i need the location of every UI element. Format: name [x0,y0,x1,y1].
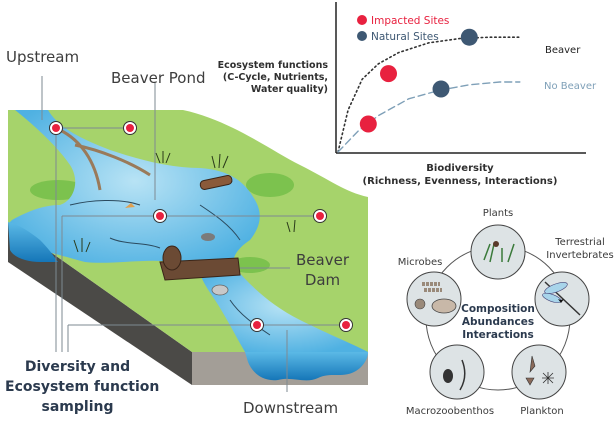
chart-xlabel: Biodiversity (Richness, Evenness, Intera… [340,162,580,188]
microbe-star-icon [414,298,426,310]
label-microbes: Microbes [398,257,443,268]
label-beaver-dam-line2: Dam [304,271,341,289]
chart-ylabel: Ecosystem functions (C-Cycle, Nutrients,… [200,60,328,96]
label-beaver-pond: Beaver Pond [111,69,206,87]
microbe-chain-icon [422,282,442,292]
data-point-natural-sites-beaver [460,28,478,46]
soil-side-left [8,222,192,385]
group-microbes [406,271,462,327]
log [199,175,233,190]
group-plankton [511,344,567,400]
label-sampling-line3: sampling [41,399,114,415]
organism-cycle: Composition Abundances Interactions Plan… [398,208,614,417]
legend-label-natural: Natural Sites [371,31,439,43]
cycle-center-line3: Interactions [462,329,534,341]
downstream-water [200,268,368,352]
data-point-impacted-sites-beaver [380,65,397,83]
grass-tufts [73,151,296,253]
cycle-center-line1: Composition [461,303,535,315]
legend-marker-natural [357,31,367,41]
group-plants [470,224,526,280]
plankton-circle [511,344,567,400]
duck-icon [201,233,215,241]
label-upstream: Upstream [6,48,80,66]
label-macrozoobenthos: Macrozoobenthos [406,406,494,417]
chart-xlabel-line2: (Richness, Evenness, Interactions) [362,176,558,187]
group-terrestrial-invertebrates [534,271,590,327]
site-pond-reference [313,209,327,223]
legend-marker-impacted [357,15,367,25]
series-line-beaver [337,36,521,153]
plankton-icon [529,355,536,373]
data-point-natural-sites-no-beaver [432,80,450,98]
chart-ylabel-line2: (C-Cycle, Nutrients, [222,72,328,83]
site-upstream-impacted [49,121,63,135]
macrozoobenthos-circle [429,344,485,400]
chart-ylabel-line1: Ecosystem functions [217,60,328,71]
landscape-illustration [8,76,368,392]
site-downstream-reference [339,318,353,332]
label-terrestrial-line2: Invertebrates [546,250,613,261]
butterfly-icon [558,299,564,303]
label-plants: Plants [483,208,513,219]
label-terrestrial-line1: Terrestrial [554,237,604,248]
series-label-no-beaver: No Beaver [544,81,597,92]
water-body [10,110,260,268]
site-pond-impacted [153,209,167,223]
label-downstream: Downstream [243,399,339,417]
legend: Impacted Sites Natural Sites [357,15,449,43]
group-macrozoobenthos [429,344,485,400]
plants-icon [483,243,515,263]
site-upstream-reference [123,121,137,135]
label-sampling-line1: Diversity and [24,359,131,375]
beetle-icon [443,369,453,383]
rock-icon [211,284,229,296]
fish-icon [125,203,135,208]
chart-xlabel-line1: Biodiversity [426,163,494,174]
chart-ylabel-line3: Water quality) [250,84,328,95]
beaver-icon [162,245,182,271]
larva-icon [459,359,466,391]
cycle-center-line2: Abundances [462,316,534,328]
plants-circle [470,224,526,280]
series-label-beaver: Beaver [545,45,581,56]
label-sampling: Diversity and Ecosystem function samplin… [5,357,160,417]
data-point-impacted-sites-no-beaver [359,115,377,133]
microbes-circle [406,271,462,327]
label-plankton: Plankton [520,406,563,417]
site-downstream-impacted [250,318,264,332]
label-sampling-line2: Ecosystem function [5,379,160,395]
label-beaver-dam-line1: Beaver [296,251,349,269]
chart-plot: Impacted Sites Natural Sites Beaver No B… [335,2,597,154]
microbe-cell-icon [431,298,457,314]
sampling-sites [49,121,353,332]
label-beaver-dam: Beaver Dam [296,250,349,290]
legend-label-impacted: Impacted Sites [371,15,449,27]
